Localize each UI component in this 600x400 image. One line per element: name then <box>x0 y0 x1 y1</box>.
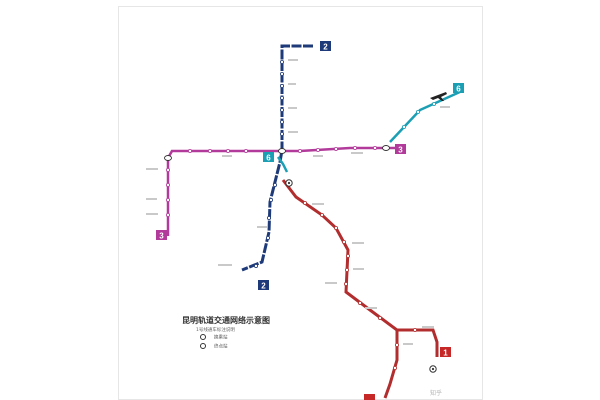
line-6-west-route[interactable] <box>276 156 289 173</box>
watermark: 知乎 <box>430 390 443 397</box>
station <box>279 96 284 101</box>
transfer-station <box>382 145 390 151</box>
legend-item-transfer: 换乘站 <box>200 334 228 341</box>
map-title: 昆明轨道交通网络示意图 <box>182 316 270 325</box>
terminal-station-dot <box>431 367 435 371</box>
station <box>297 148 302 153</box>
map-border <box>118 6 483 400</box>
station <box>333 146 338 151</box>
station <box>165 182 170 187</box>
station <box>207 148 212 153</box>
station <box>279 84 284 89</box>
line-6-stations <box>401 102 436 130</box>
station <box>187 148 192 153</box>
station <box>357 300 362 305</box>
station <box>253 263 258 268</box>
svg-text:6: 6 <box>456 85 461 94</box>
station-label-marks <box>146 59 450 345</box>
transfer-stations <box>164 145 390 161</box>
station <box>315 147 320 152</box>
station <box>333 225 338 230</box>
station <box>279 131 284 136</box>
station <box>343 281 348 286</box>
transfer-station <box>164 155 172 161</box>
terminal-station-dot <box>287 181 291 185</box>
station <box>415 110 420 115</box>
station <box>412 327 417 332</box>
line-6-badge-east[interactable]: 6 <box>453 83 464 94</box>
legend-item-terminal: 终点站 <box>200 343 228 350</box>
station <box>279 72 284 77</box>
station <box>302 200 307 205</box>
station <box>225 148 230 153</box>
svg-text:3: 3 <box>159 232 164 241</box>
line-3-stations <box>165 145 377 217</box>
station <box>266 215 271 220</box>
airplane-icon <box>430 92 447 101</box>
station <box>279 120 284 125</box>
station <box>243 148 248 153</box>
line-2-stations <box>253 60 284 268</box>
line-6-badge-west[interactable]: 6 <box>263 152 274 163</box>
svg-text:2: 2 <box>261 282 266 291</box>
transfer-symbol-icon <box>200 334 206 340</box>
station <box>431 102 436 107</box>
station <box>345 253 350 258</box>
station <box>352 145 357 150</box>
station <box>392 365 397 370</box>
svg-text:6: 6 <box>266 154 271 163</box>
station <box>394 342 399 347</box>
svg-text:2: 2 <box>323 43 328 52</box>
svg-text:1: 1 <box>443 349 448 358</box>
line-1-route[interactable] <box>281 179 399 399</box>
terminal-symbol-icon <box>200 343 206 349</box>
line-1-badge[interactable]: 1 <box>440 347 451 358</box>
line-2-badge-bottom[interactable]: 2 <box>258 280 269 291</box>
line-2-badge-top[interactable]: 2 <box>320 41 331 52</box>
line-1-stations <box>302 200 417 370</box>
svg-text:3: 3 <box>398 146 403 155</box>
line-3-badge-west[interactable]: 3 <box>156 230 167 241</box>
station <box>165 212 170 217</box>
station <box>344 267 349 272</box>
station <box>341 239 346 244</box>
station <box>272 182 277 187</box>
station <box>165 167 170 172</box>
station <box>279 60 284 65</box>
transfer-station <box>278 148 286 154</box>
line-1-badge-bottom[interactable] <box>364 394 375 400</box>
station <box>401 125 406 130</box>
line-3-badge-east[interactable]: 3 <box>395 144 406 155</box>
station <box>377 315 382 320</box>
station <box>319 212 324 217</box>
map-subtitle: 1号线通车标注说明 <box>196 328 235 333</box>
line-2-route[interactable] <box>241 44 313 272</box>
station <box>279 108 284 113</box>
station <box>265 235 270 240</box>
station <box>165 197 170 202</box>
line-6-route[interactable] <box>389 89 463 143</box>
station <box>372 145 377 150</box>
station <box>268 197 273 202</box>
